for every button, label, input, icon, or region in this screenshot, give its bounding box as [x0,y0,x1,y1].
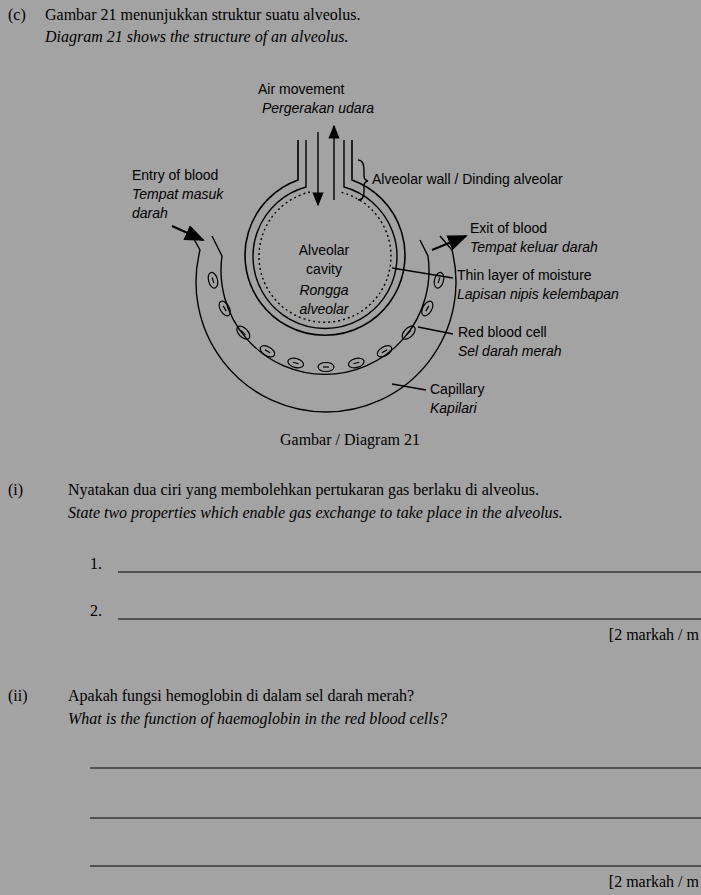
question-text: (i) [8,480,23,499]
moisture-layer [259,192,391,322]
red-blood-cell [287,357,305,370]
capillary-outer [190,232,456,412]
diagram-label: Exit of blood [470,219,547,238]
question-text: Gambar 21 menunjukkan struktur suatu alv… [45,5,361,24]
diagram-label: Air movement [258,80,344,99]
red-blood-cell-center [212,277,214,283]
question-text: [2 markah / m [609,872,699,891]
diagram-label: Lapisan nipis kelembapan [457,285,619,304]
wall-bracket [358,160,368,200]
red-blood-cell [347,357,365,370]
red-blood-cell [419,299,435,317]
alveolar-wall [245,140,405,335]
question-text: 2. [90,601,102,620]
question-text: State two properties which enable gas ex… [68,503,563,522]
leader-rbc [418,327,453,334]
diagram-label: Red blood cell [458,323,547,342]
answer-line [90,818,701,819]
red-blood-cell-center [407,331,411,335]
red-blood-cell [400,324,418,342]
diagram-label: Sel darah merah [458,342,562,361]
diagram-label: Pergerakan udara [262,99,374,118]
diagram-label: Thin layer of moisture [457,266,592,285]
red-blood-cell [207,271,220,289]
question-text: Nyatakan dua ciri yang membolehkan pertu… [68,480,539,499]
red-blood-cell-center [223,306,226,311]
diagram-label: Alveolar cavity [284,241,364,279]
question-text: Diagram 21 shows the structure of an alv… [45,27,348,46]
question-text: 1. [90,554,102,573]
diagram-label: Capillary [430,380,484,399]
answer-line [118,619,701,620]
red-blood-cell-center [241,331,245,335]
question-text: [2 markah / m [609,625,699,644]
diagram-label: Entry of blood [132,166,218,185]
red-blood-cell-center [426,306,429,311]
alveolar-wall-inner [253,140,397,328]
diagram-label: Kapilari [430,399,477,418]
leader-capillary [392,384,426,390]
question-text: (c) [8,5,26,24]
answer-line [90,768,701,769]
red-blood-cell [375,343,393,359]
entry-arrow [172,226,203,240]
red-blood-cell-center [293,362,299,364]
answer-line [118,572,701,573]
red-blood-cell-center [265,350,270,353]
diagram-label: Tempat keluar darah [470,238,598,257]
figure-caption: Gambar / Diagram 21 [280,430,420,449]
question-text: Apakah fungsi hemoglobin di dalam sel da… [68,686,414,705]
question-text: (ii) [8,686,28,705]
diagram-label: Alveolar wall / Dinding alveolar [372,170,563,189]
diagram-label: Rongga alveolar [284,281,364,319]
red-blood-cell-center [323,366,329,367]
exit-arrow [432,236,466,250]
air-arrow-in [317,132,318,205]
red-blood-cell [318,363,334,372]
red-blood-cell-center [438,277,440,283]
red-blood-cell-center [382,350,387,353]
red-blood-cell [234,324,252,342]
diagram-label: Tempat masuk darah [132,185,228,223]
answer-line [90,866,701,867]
question-text: What is the function of haemoglobin in t… [68,709,447,728]
red-blood-cell-center [353,362,359,364]
red-blood-cell [433,271,446,289]
red-blood-cell [217,299,233,317]
air-arrow-out [333,126,334,200]
red-blood-cell [258,343,276,359]
